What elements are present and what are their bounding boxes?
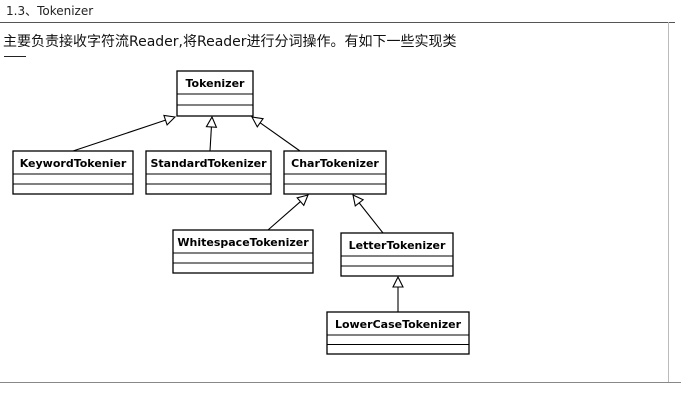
- inheritance-arrow-keyword-to-tokenizer: [72, 114, 177, 152]
- hollow-triangle-arrowhead: [296, 194, 309, 207]
- class-box-keyword: KeywordTokenier: [12, 150, 134, 195]
- class-box-frame: [145, 150, 272, 195]
- class-box-lowercase: LowerCaseTokenizer: [326, 311, 470, 355]
- class-name: WhitespaceTokenizer: [177, 236, 309, 249]
- arrow-line: [72, 119, 166, 152]
- inheritance-arrow-whitespace-to-char: [267, 194, 309, 231]
- class-box-tokenizer: Tokenizer: [176, 70, 254, 117]
- page-border-bottom: [0, 382, 681, 383]
- class-name: Tokenizer: [186, 77, 246, 90]
- inheritance-arrow-lowercase-to-letter: [392, 275, 404, 312]
- class-box-frame: [12, 150, 134, 195]
- arrow-line: [209, 126, 212, 152]
- class-box-frame: [283, 150, 387, 195]
- class-box-letter: LetterTokenizer: [340, 232, 454, 277]
- class-name: LowerCaseTokenizer: [335, 318, 462, 331]
- hollow-triangle-arrowhead: [205, 115, 218, 128]
- arrow-line: [358, 202, 384, 234]
- intro-text: 主要负责接收字符流Reader,将Reader进行分词操作。有如下一些实现类: [3, 34, 457, 50]
- class-name: KeywordTokenier: [20, 157, 127, 170]
- hollow-triangle-arrowhead: [352, 194, 365, 207]
- class-name: LetterTokenizer: [349, 239, 446, 252]
- hollow-triangle-arrowhead: [163, 114, 177, 126]
- divider-mark: [4, 56, 26, 57]
- class-box-frame: [340, 232, 454, 277]
- hollow-triangle-arrowhead: [250, 116, 265, 128]
- class-box-frame: [172, 229, 314, 274]
- class-name: CharTokenizer: [291, 157, 379, 170]
- class-box-char: CharTokenizer: [283, 150, 387, 195]
- arrow-line: [267, 201, 301, 231]
- class-box-standard: StandardTokenizer: [145, 150, 272, 195]
- class-box-frame: [326, 311, 470, 355]
- inheritance-arrow-letter-to-char: [352, 194, 384, 234]
- section-title: 1.3、Tokenizer: [0, 0, 675, 23]
- class-box-whitespace: WhitespaceTokenizer: [172, 229, 314, 274]
- inheritance-arrow-standard-to-tokenizer: [205, 115, 218, 152]
- class-name: StandardTokenizer: [151, 157, 268, 170]
- arrow-line: [259, 122, 301, 152]
- hollow-triangle-arrowhead: [392, 275, 404, 288]
- inheritance-edges: [72, 114, 404, 312]
- inheritance-arrow-char-to-tokenizer: [250, 116, 301, 152]
- page-border-right: [668, 22, 669, 382]
